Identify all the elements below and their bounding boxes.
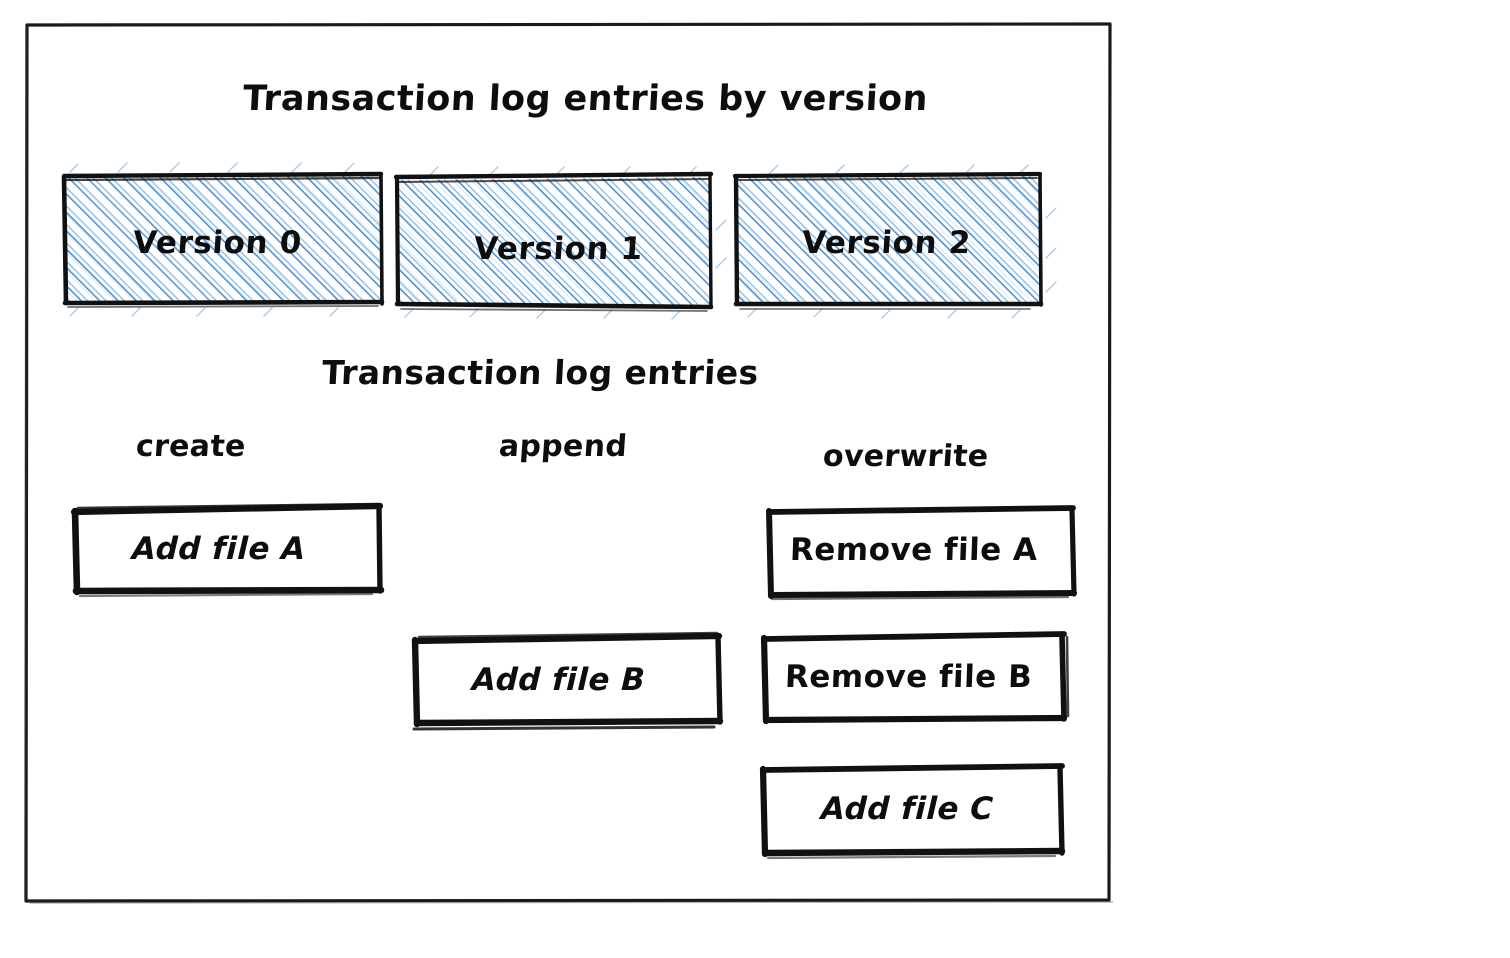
entry-boxes: [70, 502, 1077, 860]
version-box-2[interactable]: [732, 164, 1057, 319]
section-subtitle: Transaction log entries: [320, 353, 760, 392]
version-box-label-2: Version 2: [800, 225, 973, 261]
column-label-create: create: [134, 429, 247, 464]
version-boxes: [61, 162, 1057, 320]
version-box-0[interactable]: [61, 162, 385, 317]
entry-label-add-file-a: Add file A: [131, 531, 307, 567]
entry-box-remove-file-b[interactable]: [760, 631, 1070, 725]
version-box-1[interactable]: [393, 166, 727, 320]
version-box-label-1: Version 1: [472, 231, 645, 267]
entry-box-add-file-c[interactable]: [759, 763, 1066, 860]
entry-box-add-file-a[interactable]: [70, 502, 385, 598]
column-label-append: append: [497, 429, 629, 464]
entry-box-remove-file-a[interactable]: [766, 505, 1077, 601]
entry-label-remove-file-b: Remove file B: [784, 659, 1033, 695]
version-box-label-0: Version 0: [131, 225, 304, 261]
entry-label-remove-file-a: Remove file A: [789, 532, 1039, 568]
diagram-frame: [24, 22, 1114, 904]
entry-label-add-file-c: Add file C: [820, 791, 995, 827]
entry-box-add-file-b[interactable]: [411, 631, 724, 731]
page-title: Transaction log entries by version: [241, 79, 929, 119]
column-label-overwrite: overwrite: [821, 439, 990, 474]
entry-label-add-file-b: Add file B: [471, 662, 647, 698]
